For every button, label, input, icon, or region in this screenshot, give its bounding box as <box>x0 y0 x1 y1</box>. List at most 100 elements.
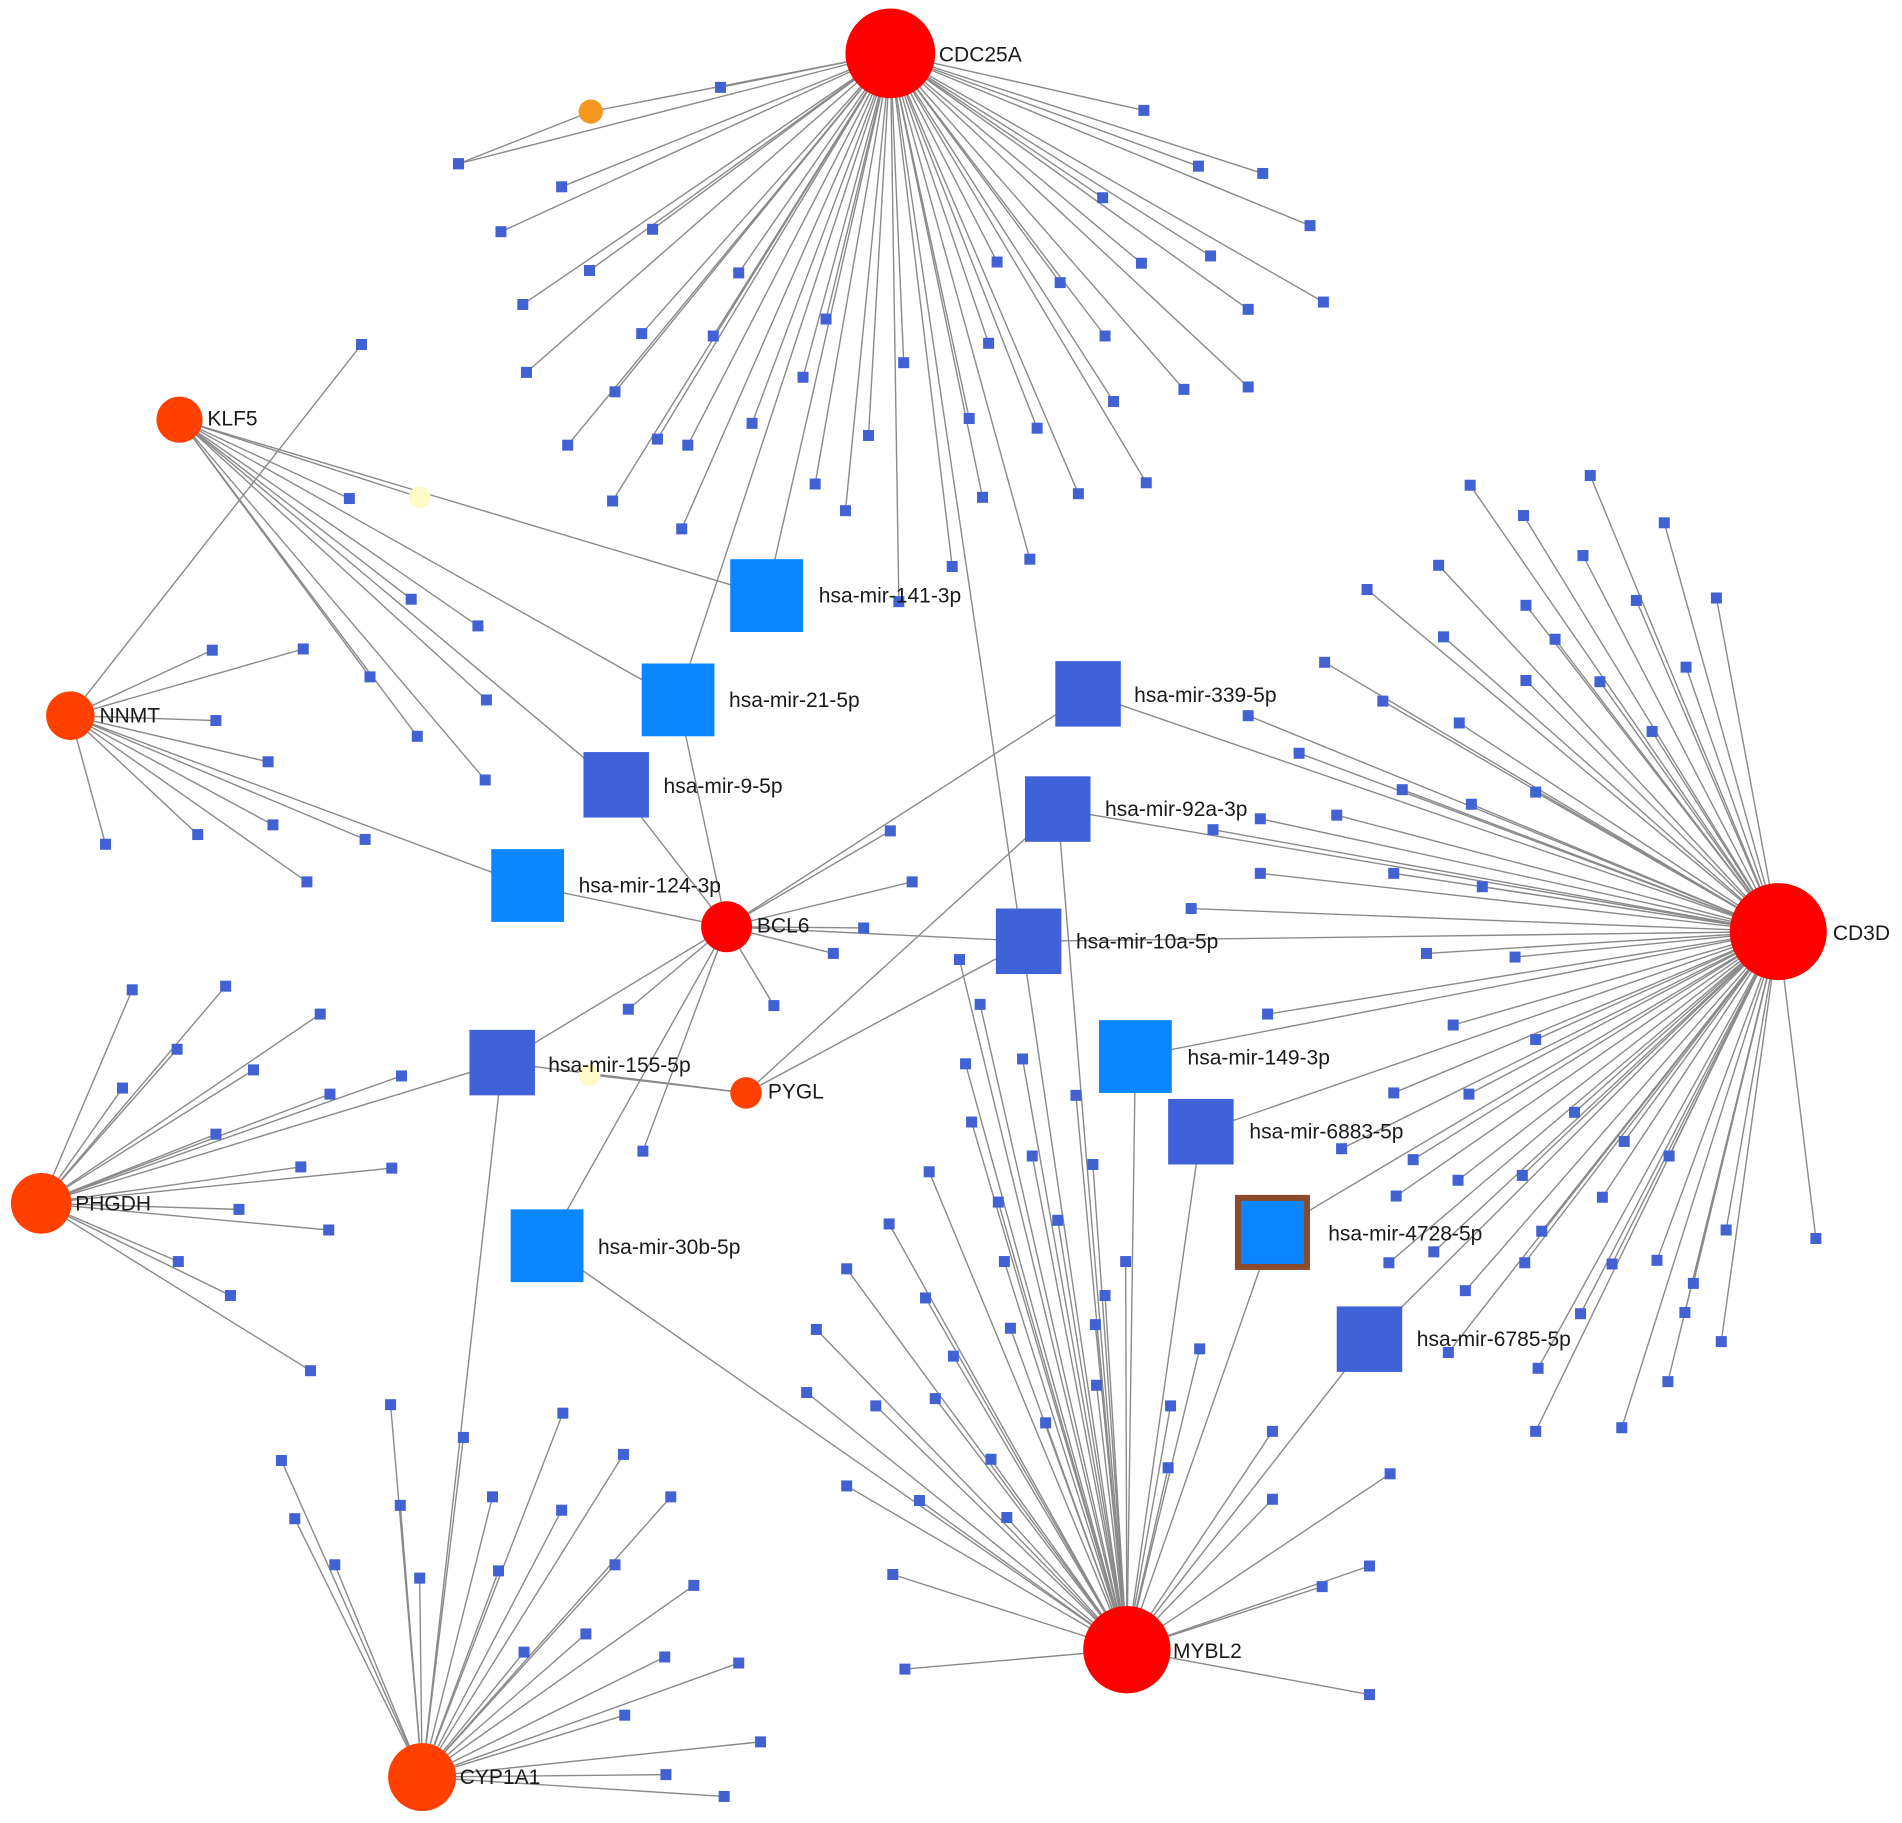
target-node-phgdh-11[interactable] <box>233 1203 245 1215</box>
target-node-mybl2-9[interactable] <box>992 1196 1004 1208</box>
target-node-cd3d-58[interactable] <box>1442 1347 1454 1359</box>
target-node-cd3d-62[interactable] <box>1662 1376 1674 1388</box>
target-node-cd3d-34[interactable] <box>1447 1019 1459 1031</box>
target-node-cyp1a1-14[interactable] <box>580 1628 592 1640</box>
target-node-bcl6-4[interactable] <box>768 1000 780 1012</box>
target-node-mybl2-33[interactable] <box>1001 1511 1013 1523</box>
target-node-cyp1a1-16[interactable] <box>688 1579 700 1591</box>
target-node-mybl2-19[interactable] <box>810 1323 822 1335</box>
target-node-mybl2-20[interactable] <box>947 1350 959 1362</box>
target-node-cdc25a-26[interactable] <box>963 412 975 424</box>
target-node-cd3d-42[interactable] <box>1407 1154 1419 1166</box>
target-node-cdc25a-22[interactable] <box>863 429 875 441</box>
target-node-cdc25a-46[interactable] <box>991 256 1003 268</box>
target-node-mybl2-7[interactable] <box>1087 1158 1099 1170</box>
target-node-phgdh-13[interactable] <box>172 1256 184 1268</box>
target-node-nnmt-8[interactable] <box>359 833 371 845</box>
target-node-mybl2-8[interactable] <box>923 1166 935 1178</box>
target-node-cd3d-6[interactable] <box>1361 584 1373 596</box>
target-node-cd3d-64[interactable] <box>1616 1422 1628 1434</box>
target-node-cd3d-14[interactable] <box>1520 674 1532 686</box>
target-node-phgdh-5[interactable] <box>314 1008 326 1020</box>
target-node-cd3d-28[interactable] <box>1388 867 1400 879</box>
target-node-mybl2-18[interactable] <box>1089 1319 1101 1331</box>
mirna-node-m149[interactable] <box>1098 1020 1172 1093</box>
target-node-cyp1a1-6[interactable] <box>457 1431 469 1443</box>
target-node-mybl2-5[interactable] <box>966 1116 978 1128</box>
target-node-nnmt-0[interactable] <box>206 644 218 656</box>
target-node-mybl2-30[interactable] <box>1162 1462 1174 1474</box>
target-node-cd3d-15[interactable] <box>1594 676 1606 688</box>
target-node-cd3d-31[interactable] <box>1421 947 1432 959</box>
mirna-node-m339[interactable] <box>1055 661 1121 727</box>
target-node-cdc25a-42[interactable] <box>1108 396 1120 408</box>
target-node-cdc25a-21[interactable] <box>839 505 851 517</box>
target-node-cd3d-37[interactable] <box>1388 1087 1400 1099</box>
target-node-cd3d-60[interactable] <box>1715 1336 1727 1348</box>
target-node-nnmt-3[interactable] <box>262 756 274 768</box>
target-node-mybl2-15[interactable] <box>920 1292 932 1304</box>
mirna-node-m6785[interactable] <box>1336 1306 1403 1372</box>
target-node-cdc25a-10[interactable] <box>520 366 532 378</box>
target-node-klf5-2[interactable] <box>472 620 484 632</box>
node-yellow1[interactable] <box>408 486 431 509</box>
target-node-phgdh-7[interactable] <box>396 1070 408 1082</box>
target-node-klf5-5[interactable] <box>411 730 423 742</box>
target-node-phgdh-10[interactable] <box>386 1162 398 1174</box>
target-node-cd3d-47[interactable] <box>1383 1257 1395 1269</box>
target-node-cdc25a-9[interactable] <box>707 330 719 342</box>
target-node-cdc25a-5[interactable] <box>584 265 596 277</box>
target-node-cd3d-2[interactable] <box>1518 510 1530 522</box>
target-node-cd3d-39[interactable] <box>1568 1106 1580 1118</box>
target-node-cd3d-45[interactable] <box>1390 1190 1402 1202</box>
target-node-mybl2-6[interactable] <box>1026 1150 1038 1162</box>
target-node-mybl2-37[interactable] <box>1316 1581 1328 1593</box>
target-node-mybl2-24[interactable] <box>870 1400 882 1412</box>
target-node-cdc25a-37[interactable] <box>1242 303 1254 315</box>
target-node-cd3d-5[interactable] <box>1433 559 1445 571</box>
mirna-node-m10a[interactable] <box>995 908 1062 975</box>
target-node-cdc25a-38[interactable] <box>1135 257 1147 269</box>
target-node-cyp1a1-8[interactable] <box>493 1565 505 1577</box>
target-node-mybl2-23[interactable] <box>801 1387 813 1399</box>
target-node-cd3d-36[interactable] <box>1336 1143 1348 1155</box>
node-yellow2[interactable] <box>578 1063 601 1086</box>
target-node-phgdh-4[interactable] <box>248 1064 260 1076</box>
target-node-cdc25a-30[interactable] <box>1072 488 1084 500</box>
target-node-cdc25a-4[interactable] <box>647 223 659 235</box>
target-node-cd3d-10[interactable] <box>1437 631 1449 643</box>
target-node-cd3d-41[interactable] <box>1618 1135 1630 1147</box>
target-node-cdc25a-12[interactable] <box>562 439 574 451</box>
target-node-cd3d-57[interactable] <box>1575 1308 1587 1320</box>
mirna-node-m92a[interactable] <box>1024 776 1091 842</box>
target-node-cd3d-55[interactable] <box>1810 1232 1822 1244</box>
target-node-bcl6-2[interactable] <box>858 922 870 934</box>
mirna-node-m6883[interactable] <box>1168 1098 1234 1165</box>
target-node-cd3d-26[interactable] <box>1207 824 1219 836</box>
target-node-bcl6-6[interactable] <box>637 1145 649 1157</box>
target-node-mybl2-12[interactable] <box>998 1256 1010 1268</box>
target-node-mybl2-14[interactable] <box>841 1263 853 1275</box>
target-node-cdc25a-6[interactable] <box>517 298 529 310</box>
target-node-cd3d-23[interactable] <box>1465 798 1477 810</box>
target-node-mybl2-21[interactable] <box>1194 1343 1206 1355</box>
target-node-cyp1a1-10[interactable] <box>556 1504 568 1516</box>
mirna-node-m4728[interactable] <box>1240 1200 1304 1264</box>
target-node-phgdh-15[interactable] <box>305 1365 317 1377</box>
target-node-nnmt-6[interactable] <box>267 819 279 831</box>
target-node-cyp1a1-15[interactable] <box>518 1646 530 1658</box>
target-node-cdc25a-19[interactable] <box>809 478 821 490</box>
target-node-cd3d-7[interactable] <box>1520 599 1532 611</box>
target-node-nnmt-7[interactable] <box>301 876 313 888</box>
target-node-cd3d-38[interactable] <box>1463 1088 1475 1100</box>
target-node-cd3d-18[interactable] <box>1453 717 1465 729</box>
target-node-cd3d-12[interactable] <box>1319 656 1331 668</box>
target-node-mybl2-16[interactable] <box>1099 1289 1111 1301</box>
target-node-cd3d-61[interactable] <box>1532 1362 1544 1374</box>
gene-node-pygl[interactable] <box>730 1077 762 1109</box>
target-node-cdc25a-20[interactable] <box>820 313 832 325</box>
target-node-phgdh-6[interactable] <box>324 1088 336 1100</box>
target-node-phgdh-14[interactable] <box>224 1289 236 1301</box>
mirna-node-m30b[interactable] <box>510 1209 584 1283</box>
target-node-cd3d-4[interactable] <box>1577 550 1589 562</box>
